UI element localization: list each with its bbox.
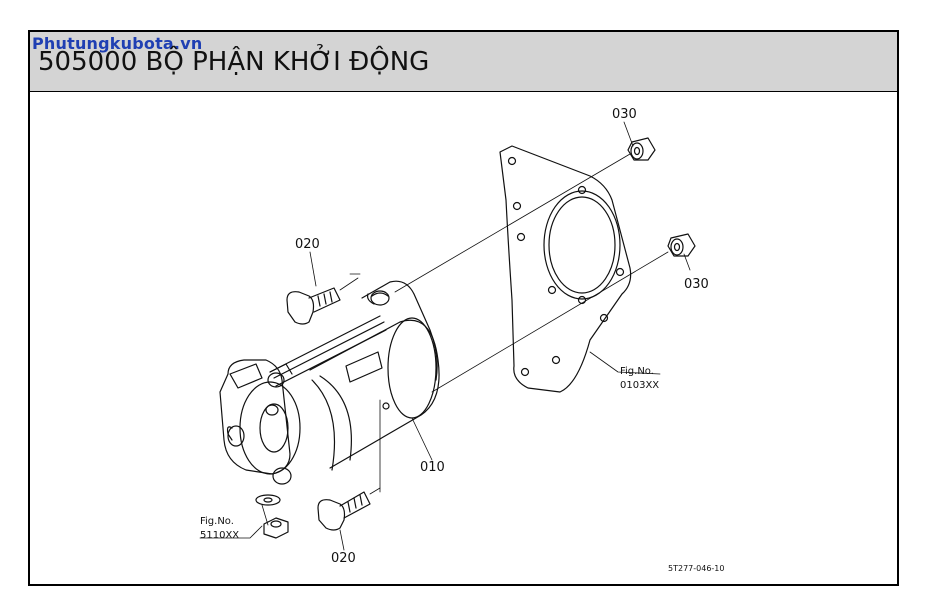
page-title: 505000 BỘ PHẬN KHỞI ĐỘNG <box>38 47 430 77</box>
bolt-020-bottom[interactable] <box>317 487 381 531</box>
label-020-bottom: 020 <box>331 551 356 566</box>
label-fig-bracket-1: Fig.No. <box>620 366 654 377</box>
starter-motor[interactable] <box>219 280 440 485</box>
diagram-frame: Phutungkubota.vn 505000 BỘ PHẬN KHỞI ĐỘN… <box>28 30 899 586</box>
drawing-code: 5T277-046-10 <box>668 564 724 573</box>
site-watermark[interactable]: Phutungkubota.vn <box>32 34 203 53</box>
mounting-bracket[interactable] <box>499 145 632 393</box>
washer-030-top[interactable] <box>627 137 656 161</box>
label-fig-nut-2: 5110XX <box>200 530 239 541</box>
label-fig-nut-1: Fig.No. <box>200 516 234 527</box>
alignment-lines <box>261 153 669 526</box>
label-030-top: 030 <box>612 107 637 122</box>
washer-030-right[interactable] <box>667 233 696 257</box>
label-fig-bracket-2: 0103XX <box>620 380 659 391</box>
header-bar: Phutungkubota.vn 505000 BỘ PHẬN KHỞI ĐỘN… <box>30 32 897 92</box>
terminal-nut[interactable] <box>255 494 289 539</box>
label-030-right: 030 <box>684 277 709 292</box>
bolt-020-top[interactable] <box>286 277 359 325</box>
label-010: 010 <box>420 460 445 475</box>
label-020-top: 020 <box>295 237 320 252</box>
leader-lines <box>199 121 691 551</box>
